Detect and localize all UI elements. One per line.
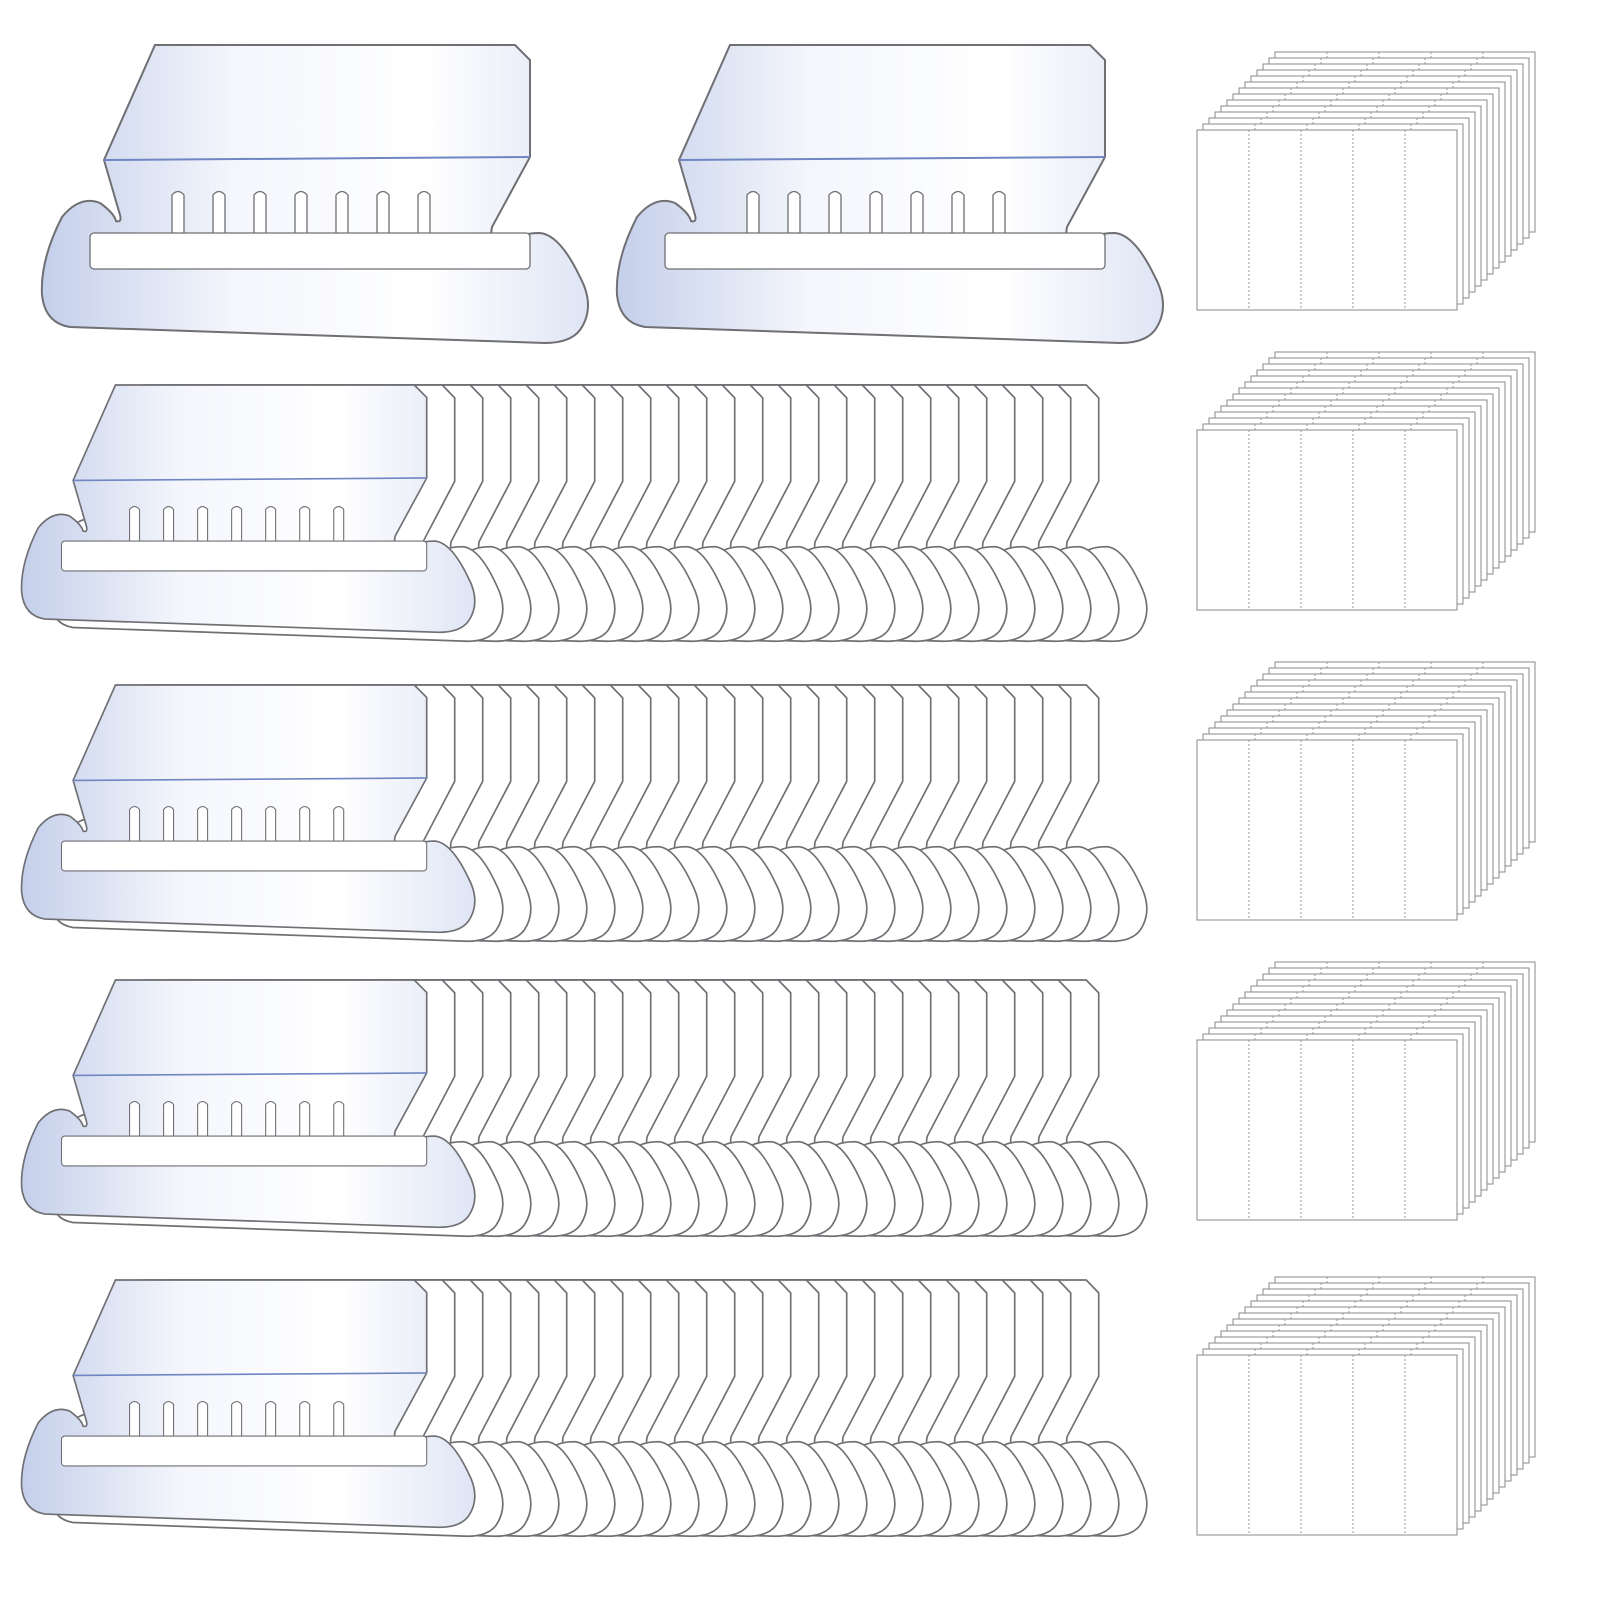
tab-slot [163, 1401, 175, 1440]
tab-slot [951, 190, 965, 237]
fold-line [73, 1372, 427, 1377]
fold-line [103, 156, 531, 161]
tab-slot [163, 1101, 175, 1140]
insert-sheet [1196, 739, 1458, 921]
tab-slot [992, 190, 1006, 237]
tab-slot [333, 506, 345, 545]
tab-slot [129, 1101, 141, 1140]
hanging-tab-single [40, 44, 590, 344]
tab-slot [231, 806, 243, 845]
label-window [60, 1135, 428, 1167]
tab-slot [197, 506, 209, 545]
label-window [89, 232, 531, 270]
tab-slot [129, 1401, 141, 1440]
tab-slot [746, 190, 760, 237]
fold-line [73, 777, 427, 782]
tab-body [20, 979, 476, 1229]
hanging-tab-front [20, 384, 476, 634]
tab-slot [376, 190, 390, 237]
fold-line [73, 1072, 427, 1077]
hanging-tab-front [20, 979, 476, 1229]
tab-slot [231, 506, 243, 545]
label-window [60, 1435, 428, 1467]
tab-slot [171, 190, 185, 237]
tab-slot [129, 506, 141, 545]
tab-slot [265, 1101, 277, 1140]
tab-slot [869, 190, 883, 237]
tab-slot [253, 190, 267, 237]
tab-slot [265, 506, 277, 545]
tab-insert-stack [1196, 1276, 1536, 1536]
label-window [60, 540, 428, 572]
hanging-tab-stack [20, 979, 1148, 1238]
tab-slot [197, 1401, 209, 1440]
tab-insert-stack [1196, 51, 1536, 311]
tab-slot [417, 190, 431, 237]
tab-body [40, 44, 590, 344]
tab-slot [231, 1101, 243, 1140]
tab-slot [299, 806, 311, 845]
tab-insert-stack [1196, 961, 1536, 1221]
tab-slot [265, 806, 277, 845]
insert-sheet [1196, 1039, 1458, 1221]
insert-sheet [1196, 429, 1458, 611]
tab-slot [231, 1401, 243, 1440]
insert-sheet [1196, 129, 1458, 311]
tab-slot [333, 1101, 345, 1140]
tab-slot [197, 806, 209, 845]
tab-body [20, 1279, 476, 1529]
tab-slot [299, 1401, 311, 1440]
tab-slot [265, 1401, 277, 1440]
tab-slot [299, 506, 311, 545]
tab-slot [333, 806, 345, 845]
hanging-tab-stack [20, 384, 1148, 643]
hanging-tab-front [20, 684, 476, 934]
tab-slot [299, 1101, 311, 1140]
tab-body [615, 44, 1164, 344]
tab-slot [163, 506, 175, 545]
tab-insert-stack [1196, 351, 1536, 611]
fold-line [73, 477, 427, 482]
label-window [60, 840, 428, 872]
tab-slot [828, 190, 842, 237]
tab-slot [335, 190, 349, 237]
hanging-tab-stack [20, 684, 1148, 943]
label-window [664, 232, 1106, 270]
fold-line [678, 156, 1106, 161]
tab-slot [333, 1401, 345, 1440]
tab-body [20, 684, 476, 934]
tab-slot [129, 806, 141, 845]
tab-insert-stack [1196, 661, 1536, 921]
hanging-tab-front [20, 1279, 476, 1529]
tab-slot [910, 190, 924, 237]
hanging-tab-stack [20, 1279, 1148, 1538]
tab-slot [294, 190, 308, 237]
tab-slot [197, 1101, 209, 1140]
hanging-tab-single [615, 44, 1164, 344]
insert-sheet [1196, 1354, 1458, 1536]
tab-slot [163, 806, 175, 845]
tab-slot [212, 190, 226, 237]
tab-body [20, 384, 476, 634]
tab-slot [787, 190, 801, 237]
